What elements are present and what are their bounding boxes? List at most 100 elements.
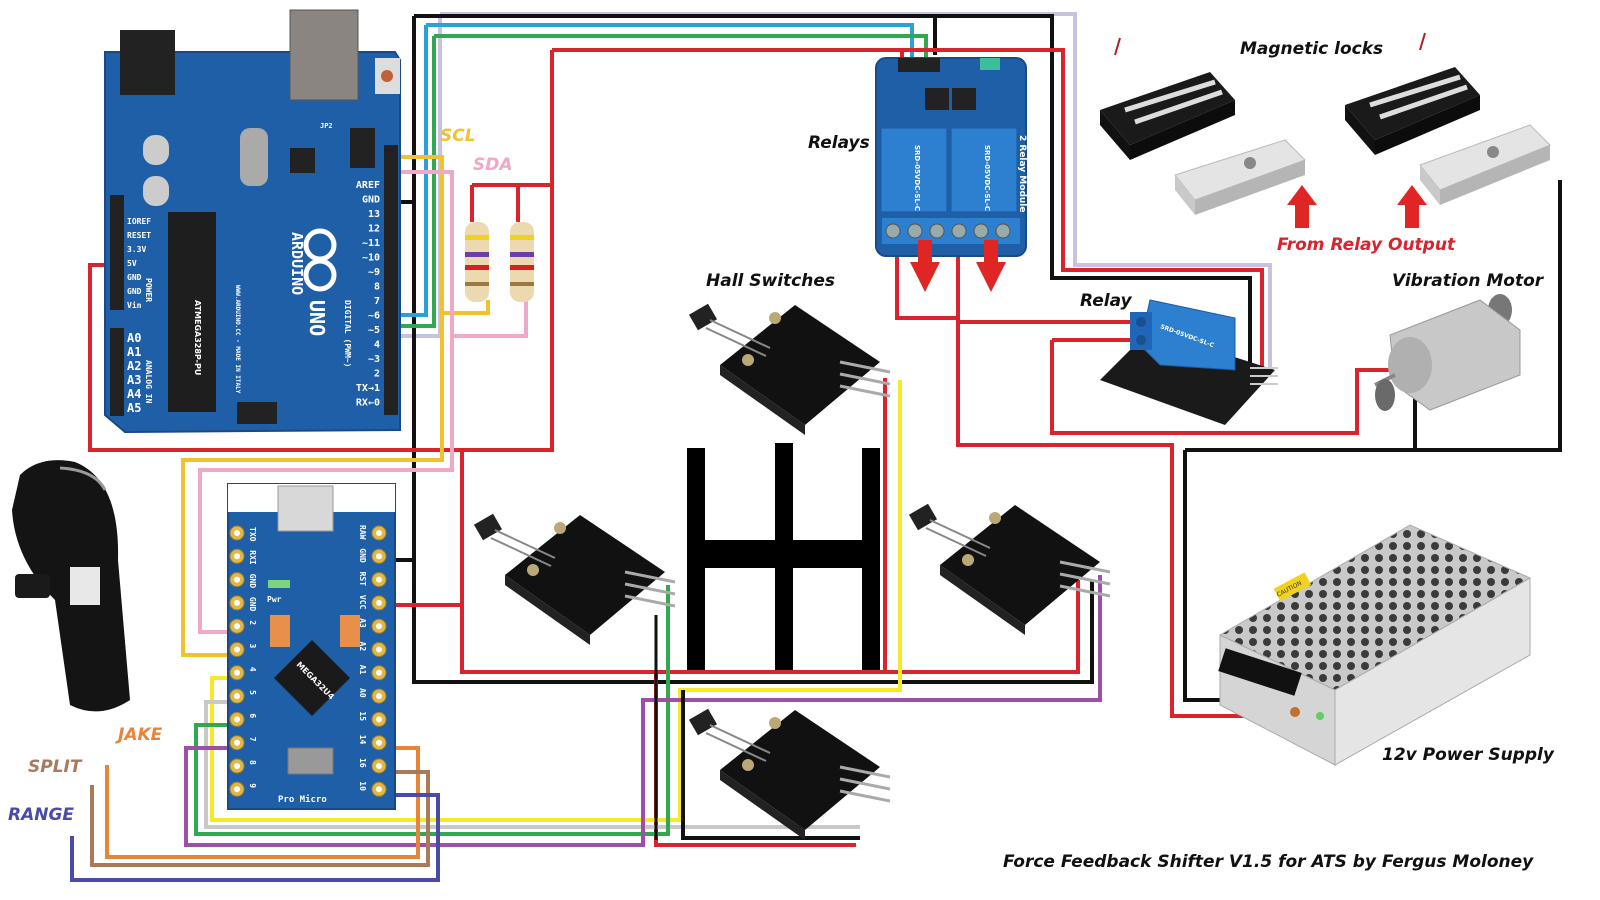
- hall-sensor-module: IDUINO: [688, 708, 891, 840]
- terminal-screw: [885, 223, 901, 239]
- analog-pin-label: A1: [127, 345, 141, 359]
- pro-micro-board: Pwr MEGA32U4 Pro Micro TXORXIGNDGND23456…: [227, 483, 396, 810]
- arduino-uno-board: ATMEGA328P-PU IOREFRESET3.3V5VGNDGNDVin …: [104, 9, 401, 434]
- power-header-title: POWER: [144, 278, 153, 302]
- digital-pin-label: 2: [374, 369, 380, 380]
- digital-pin-label: ~5: [368, 325, 380, 336]
- power-supply-label: 12v Power Supply: [1382, 745, 1555, 765]
- digital-pin-label: 13: [368, 209, 380, 220]
- wire-power: [895, 230, 958, 320]
- relay-1-text: SRD-05VDC-SL-C: [913, 145, 921, 211]
- mega32u4-chip: [274, 640, 350, 716]
- pin-label: 15: [358, 711, 367, 721]
- power-pin-labels: IOREF RESET 3.3V 5V GND GND Vin: [127, 217, 151, 310]
- digital-pin-label: ~3: [368, 354, 380, 365]
- magnetic-lock-right: [1345, 32, 1551, 205]
- power-pin-label: 3.3V: [127, 245, 146, 254]
- relay-output-arrows: [910, 240, 1006, 292]
- scl-label: SCL: [440, 126, 476, 146]
- relay-input-header: [898, 58, 940, 72]
- vibration-motor-label: Vibration Motor: [1392, 271, 1545, 291]
- atmega-chip-label: ATMEGA328P-PU: [193, 300, 202, 375]
- jumper: [980, 58, 1000, 70]
- digital-pin-label: 4: [374, 340, 380, 351]
- wire-green: [434, 34, 928, 58]
- analog-pin-label: A4: [127, 387, 141, 401]
- pullup-resistors: [465, 222, 534, 302]
- analog-pin-label: A2: [127, 359, 141, 373]
- relay-2-text: SRD-05VDC-SL-C: [983, 145, 991, 211]
- arrow-down-icon: [976, 240, 1006, 292]
- pin-label: GND: [358, 548, 367, 563]
- power-pin-label: RESET: [127, 231, 151, 240]
- h-pattern-shift-gate: [687, 443, 880, 670]
- wire-purple: [184, 575, 1102, 847]
- terminal-screw: [907, 223, 923, 239]
- wire-power: [88, 50, 554, 452]
- jp-header: [350, 128, 375, 168]
- hall-switches-label: Hall Switches: [706, 271, 835, 291]
- pin-label: RXI: [248, 550, 257, 565]
- wire-blue: [400, 25, 428, 317]
- pin-label: 4: [248, 667, 257, 672]
- wire-green: [400, 36, 436, 328]
- split-range-switch: [70, 567, 100, 605]
- dc-jack: [120, 30, 175, 95]
- digital-pin-label: 8: [374, 282, 380, 293]
- range-selector: [15, 574, 50, 598]
- analog-header-title: ANALOG IN: [144, 360, 153, 404]
- pin-label: 8: [248, 760, 257, 765]
- wire-sda: [198, 170, 454, 634]
- power-header: [110, 195, 124, 310]
- icsp-header: [237, 402, 277, 424]
- digital-pin-label: ~11: [362, 238, 380, 249]
- digital-header: [384, 145, 398, 415]
- pin-label: 5: [248, 690, 257, 695]
- wires-layer: [70, 12, 1562, 882]
- wire-ground: [412, 16, 1094, 684]
- digital-pin-label: AREF: [356, 180, 380, 191]
- power-supply-unit: CAUTION: [1218, 524, 1532, 766]
- uno-model: UNO: [305, 300, 329, 336]
- sda-label: SDA: [473, 155, 513, 175]
- pin-label: A1: [358, 665, 367, 675]
- digital-pin-label: ~10: [362, 253, 380, 264]
- two-relay-module: SRD-05VDC-SL-C SRD-05VDC-SL-C 2 Relay Mo…: [875, 57, 1027, 257]
- magnetic-locks-label: Magnetic locks: [1240, 39, 1383, 59]
- capacitor: [143, 176, 169, 206]
- pin-label: 14: [358, 735, 367, 745]
- pin-label: A2: [358, 642, 367, 652]
- digital-pin-label: ~6: [368, 311, 380, 322]
- power-pin-label: Vin: [127, 300, 142, 310]
- analog-pin-label: A0: [127, 331, 141, 345]
- relay-label: Relay: [1080, 291, 1133, 311]
- power-pin-label: IOREF: [127, 217, 151, 226]
- arduino-brand: ARDUINO: [288, 232, 306, 295]
- usb-chip: [290, 148, 315, 173]
- pro-micro-label: Pro Micro: [278, 794, 327, 805]
- hall-sensor-chip: [688, 708, 718, 736]
- power-pin-label: GND: [127, 273, 142, 282]
- pwr-led: [268, 580, 290, 588]
- wire-power: [885, 580, 1080, 674]
- power-pin-label: 5V: [127, 259, 137, 268]
- analog-pin-label: A5: [127, 401, 141, 415]
- analog-pin-label: A3: [127, 373, 141, 387]
- wire-blue: [426, 23, 914, 58]
- pin-label: TXO: [248, 527, 257, 542]
- jp2-label: JP2: [320, 122, 333, 130]
- vibration-motor: [1374, 294, 1521, 411]
- shifter-knob: [12, 460, 130, 712]
- digital-pin-label: GND: [362, 195, 380, 206]
- pin-label: 10: [358, 781, 367, 791]
- crystal: [287, 747, 334, 775]
- wire-green: [194, 585, 670, 836]
- pin-label: GND: [248, 597, 257, 612]
- micro-usb-port: [277, 485, 334, 532]
- resistor-scl: [465, 222, 489, 302]
- power-pin-label: GND: [127, 287, 142, 296]
